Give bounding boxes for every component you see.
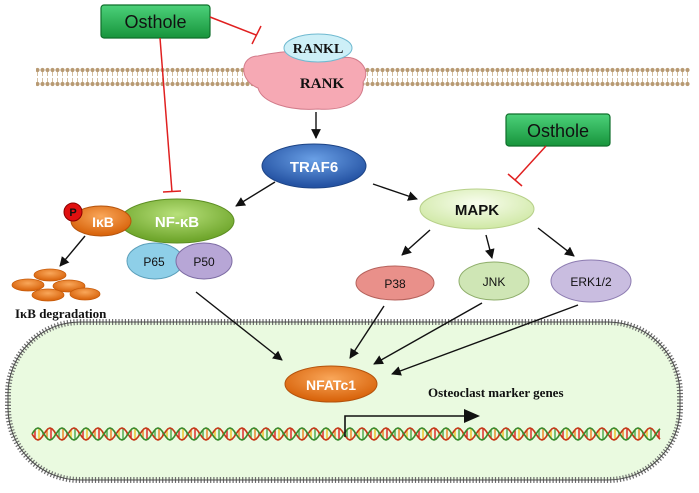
- osthole-right-label: Osthole: [527, 121, 589, 141]
- p38-node: P38: [355, 265, 435, 301]
- osthole-right-box: Osthole: [505, 113, 611, 147]
- traf6-node: TRAF6: [261, 143, 367, 189]
- erk-node: ERK1/2: [550, 259, 632, 303]
- activation-arrows: [59, 112, 579, 376]
- nfkb-node: NF-κB: [119, 198, 235, 244]
- mapk-node: MAPK: [419, 188, 535, 230]
- osthole-top-box: Osthole: [100, 4, 211, 39]
- dna-strand: [31, 427, 661, 441]
- ikb-degradation-label: IκB degradation: [15, 306, 107, 321]
- mapk-label: MAPK: [455, 202, 499, 219]
- p50-node: P50: [175, 242, 233, 280]
- phospho-label: P: [69, 207, 76, 219]
- transcription-arrow: [344, 409, 480, 437]
- nfatc1-node: NFATc1: [284, 365, 378, 403]
- p65-label: P65: [143, 255, 165, 269]
- jnk-label: JNK: [483, 275, 506, 289]
- p65-node: P65: [126, 242, 184, 280]
- rank-receptor: RANK: [243, 50, 367, 110]
- marker-genes-label: Osteoclast marker genes: [428, 385, 564, 400]
- ikb-label: IκB: [92, 214, 114, 230]
- dna-strand: [31, 427, 661, 441]
- rankl-ligand: RANKL: [283, 33, 353, 63]
- inhibition-lines: [159, 16, 547, 193]
- traf6-label: TRAF6: [290, 159, 338, 176]
- nfkb-label: NF-κB: [155, 214, 199, 231]
- erk-label: ERK1/2: [570, 275, 612, 289]
- p38-label: P38: [384, 277, 406, 291]
- p50-label: P50: [193, 255, 215, 269]
- jnk-node: JNK: [458, 261, 530, 301]
- rankl-label: RANKL: [293, 42, 344, 57]
- phospho-badge: P: [63, 202, 83, 222]
- nfatc1-label: NFATc1: [306, 377, 356, 393]
- dna-helix: [31, 427, 661, 441]
- ikb-node: IκB: [70, 205, 132, 237]
- ikb-fragments: [11, 268, 101, 302]
- osthole-top-label: Osthole: [124, 12, 186, 32]
- rank-label: RANK: [300, 76, 344, 92]
